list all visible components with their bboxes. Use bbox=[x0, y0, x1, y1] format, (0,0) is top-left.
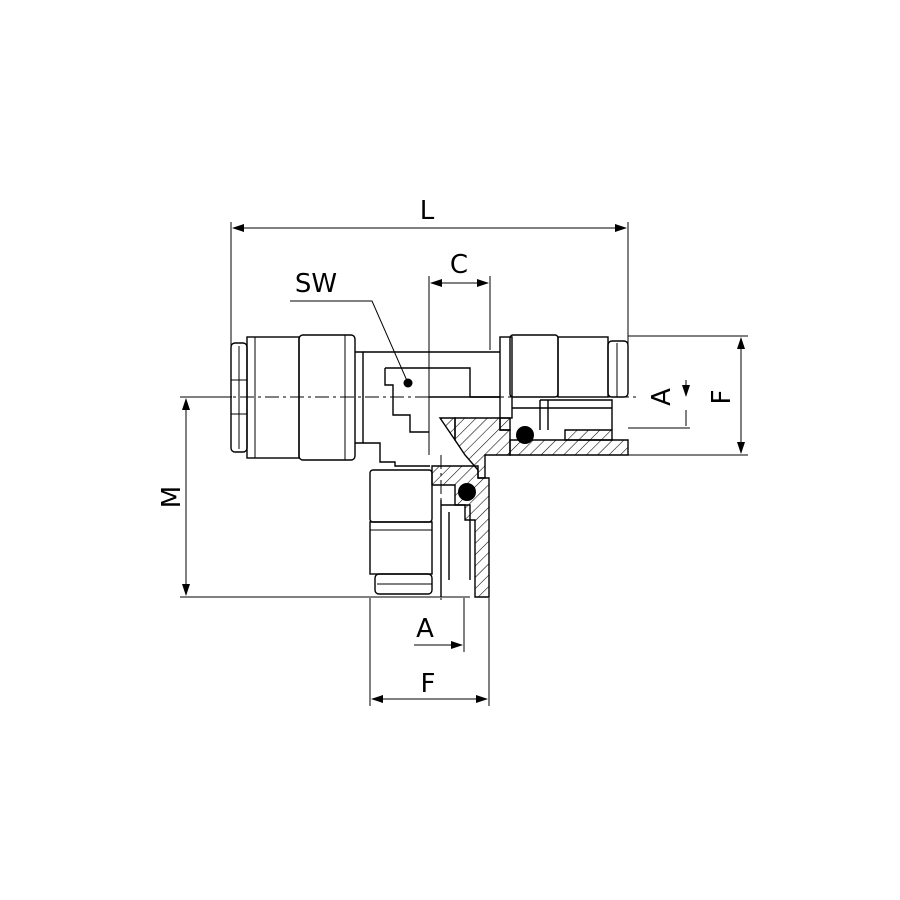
dimension-label-f-right: F bbox=[707, 390, 737, 405]
dimension-f-right: F bbox=[628, 335, 748, 456]
bottom-push-in-fitting bbox=[369, 465, 490, 598]
dimension-label-a-right: A bbox=[647, 388, 677, 406]
dimension-c: C bbox=[428, 250, 491, 455]
dimension-a-right: A bbox=[628, 380, 690, 429]
dimension-label-m: M bbox=[157, 486, 187, 508]
dimension-a-bottom: A bbox=[414, 598, 465, 652]
dimension-sw: SW bbox=[290, 269, 413, 388]
dimension-f-bottom: F bbox=[369, 598, 490, 706]
center-lines bbox=[190, 396, 640, 600]
dimension-label-c: C bbox=[450, 250, 468, 280]
dimension-label-a-bottom: A bbox=[416, 614, 434, 644]
tee-body bbox=[363, 351, 511, 479]
dimension-label-sw: SW bbox=[295, 269, 337, 299]
dimension-m: M bbox=[157, 396, 470, 598]
dimension-label-l: L bbox=[420, 196, 435, 226]
right-push-in-fitting bbox=[499, 334, 629, 456]
dimension-label-f-bottom: F bbox=[421, 669, 436, 699]
